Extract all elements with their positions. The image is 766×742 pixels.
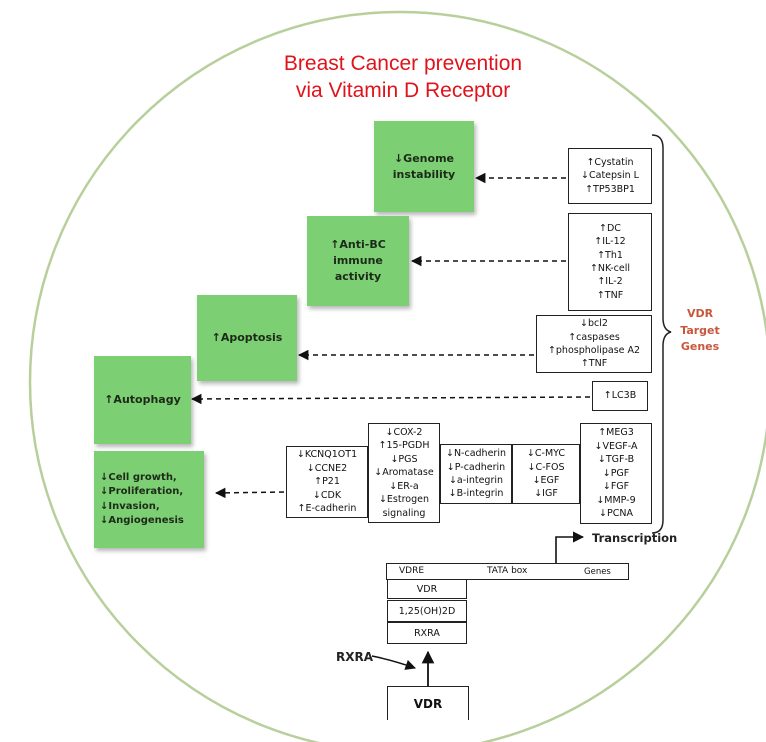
gene-entry: ↑TP53BP1 — [585, 183, 635, 195]
outcome-text: immune — [333, 254, 383, 268]
gene-entry: ↑TNF — [580, 358, 608, 370]
outcome-text: ↑Anti-BC — [330, 238, 386, 252]
transcription-label: Transcription — [592, 531, 677, 545]
gene-entry: ↑caspases — [568, 331, 620, 343]
vdre-label: VDRE — [399, 566, 425, 576]
gene-entry: ↑NK-cell — [589, 263, 631, 274]
gene-box-genome: ↑Cystatin ↓Catepsin L ↑TP53BP1 — [568, 148, 652, 204]
vdr-target-genes-label: VDR Target Genes — [674, 306, 726, 356]
outcome-text: instability — [392, 167, 456, 181]
complex-vdr-text: VDR — [416, 583, 438, 595]
gene-entry: ↓Estrogen — [378, 494, 430, 506]
outcome-genome-instability: ↓Genome instability — [374, 121, 474, 212]
outcome-autophagy: ↑Autophagy — [94, 356, 191, 444]
outcome-text: ↓Invasion, — [100, 500, 160, 512]
complex-ligand: 1,25(OH)2D — [387, 600, 467, 622]
outcome-text: ↓Proliferation, — [100, 486, 184, 497]
gene-box-myc: ↓C-MYC ↓C-FOS ↓EGF ↓IGF — [512, 444, 580, 504]
gene-entry: ↑MEG3 — [598, 427, 634, 439]
gene-entry: ↓PGF — [602, 467, 630, 479]
gene-box-apoptosis: ↓bcl2 ↑caspases ↑phospholipase A2 ↑TNF — [536, 315, 652, 373]
gene-entry: ↓C-FOS — [527, 461, 565, 473]
gene-entry: ↓B-integrin — [448, 488, 504, 500]
gene-entry: ↓PCNA — [599, 508, 633, 520]
complex-rxra-text: RXRA — [414, 627, 440, 639]
gene-entry: ↓a-integrin — [448, 475, 504, 486]
gene-entry: ↑15-PGDH — [378, 440, 430, 452]
vdr-target-text: Genes — [680, 340, 720, 353]
gene-box-autophagy: ↑LC3B — [592, 381, 648, 411]
vdr-bottom-text: VDR — [413, 696, 443, 711]
title-line-1: Breast Cancer prevention — [284, 52, 522, 75]
gene-box-cox2: ↓COX-2 ↑15-PGDH ↓PGS ↓Aromatase ↓ER-a ↓E… — [368, 423, 440, 523]
gene-entry: signaling — [382, 507, 426, 519]
outcome-text: ↓Angiogenesis — [100, 515, 184, 526]
rxra-arrow — [371, 655, 416, 670]
gene-entry: ↓Catepsin L — [581, 170, 639, 182]
gene-entry: ↓Aromatase — [374, 467, 434, 479]
rxra-label: RXRA — [336, 650, 374, 664]
outcome-text: ↓Cell growth, — [100, 471, 177, 483]
gene-entry: ↓COX-2 — [385, 426, 423, 438]
gene-entry: ↓CCNE2 — [306, 462, 348, 474]
outcome-text: ↑Autophagy — [104, 393, 181, 407]
gene-entry: ↓MMP-9 — [596, 494, 636, 506]
complex-ligand-text: 1,25(OH)2D — [398, 605, 456, 617]
gene-box-cadherin: ↓N-cadherin ↓P-cadherin ↓a-integrin ↓B-i… — [440, 444, 512, 504]
vdr-target-text: VDR — [686, 307, 714, 320]
gene-entry: ↑Th1 — [597, 249, 623, 261]
genes-label: Genes — [584, 567, 611, 577]
vdr-bottom-box: VDR — [387, 686, 469, 720]
gene-entry: ↓N-cadherin — [445, 448, 506, 460]
gene-box-immune: ↑DC ↑IL-12 ↑Th1 ↑NK-cell ↑IL-2 ↑TNF — [568, 213, 652, 311]
gene-box-kcnq1ot1: ↓KCNQ1OT1 ↓CCNE2 ↑P21 ↓CDK ↑E-cadherin — [286, 446, 368, 518]
title-line-2: via Vitamin D Receptor — [296, 79, 510, 102]
outcome-apoptosis: ↑Apoptosis — [197, 295, 297, 381]
gene-entry: ↑phospholipase A2 — [547, 345, 641, 356]
gene-entry: ↓FGF — [602, 481, 630, 493]
outcome-text: activity — [334, 269, 382, 283]
gene-entry: ↓PGS — [390, 453, 418, 465]
dna-strip: VDRE TATA box Genes — [386, 563, 629, 580]
vdr-target-text: Target — [680, 323, 720, 337]
cell-outline — [28, 10, 766, 742]
gene-entry: ↑TNF — [596, 289, 624, 301]
gene-entry: ↓CDK — [312, 489, 342, 501]
gene-entry: ↑E-cadherin — [297, 503, 357, 515]
gene-entry: ↑IL-12 — [594, 236, 626, 248]
gene-entry: ↑LC3B — [603, 390, 637, 402]
outcome-text: ↑Apoptosis — [211, 331, 283, 345]
arrow-autophagy — [190, 393, 591, 405]
gene-entry: ↑DC — [599, 222, 621, 234]
gene-entry: ↑P21 — [314, 476, 340, 488]
gene-entry: ↓ER-a — [389, 480, 419, 492]
gene-entry: ↓VEGF-A — [594, 440, 638, 452]
outcome-text: ↓Genome — [393, 151, 454, 165]
gene-entry: ↓EGF — [532, 475, 560, 486]
complex-vdr: VDR — [387, 579, 467, 599]
transcription-arrow — [555, 531, 585, 566]
gene-entry: ↓IGF — [534, 488, 558, 500]
gene-entry: ↑Cystatin — [586, 156, 634, 168]
gene-entry: ↑IL-2 — [597, 276, 623, 288]
gene-entry: ↓TGF-B — [597, 454, 635, 466]
arrow-cell-growth — [214, 487, 285, 499]
gene-entry: ↓bcl2 — [580, 318, 608, 330]
gene-entry: ↓P-cadherin — [446, 461, 506, 473]
gene-entry: ↓KCNQ1OT1 — [296, 449, 358, 461]
tata-box-label: TATA box — [487, 566, 528, 576]
target-genes-brace — [651, 134, 672, 534]
complex-rxra: RXRA — [387, 622, 467, 644]
gene-entry: ↓C-MYC — [526, 448, 566, 460]
gene-box-meg3: ↑MEG3 ↓VEGF-A ↓TGF-B ↓PGF ↓FGF ↓MMP-9 ↓P… — [580, 423, 652, 524]
outcome-cell-growth: ↓Cell growth, ↓Proliferation, ↓Invasion, ↓A… — [94, 451, 204, 548]
